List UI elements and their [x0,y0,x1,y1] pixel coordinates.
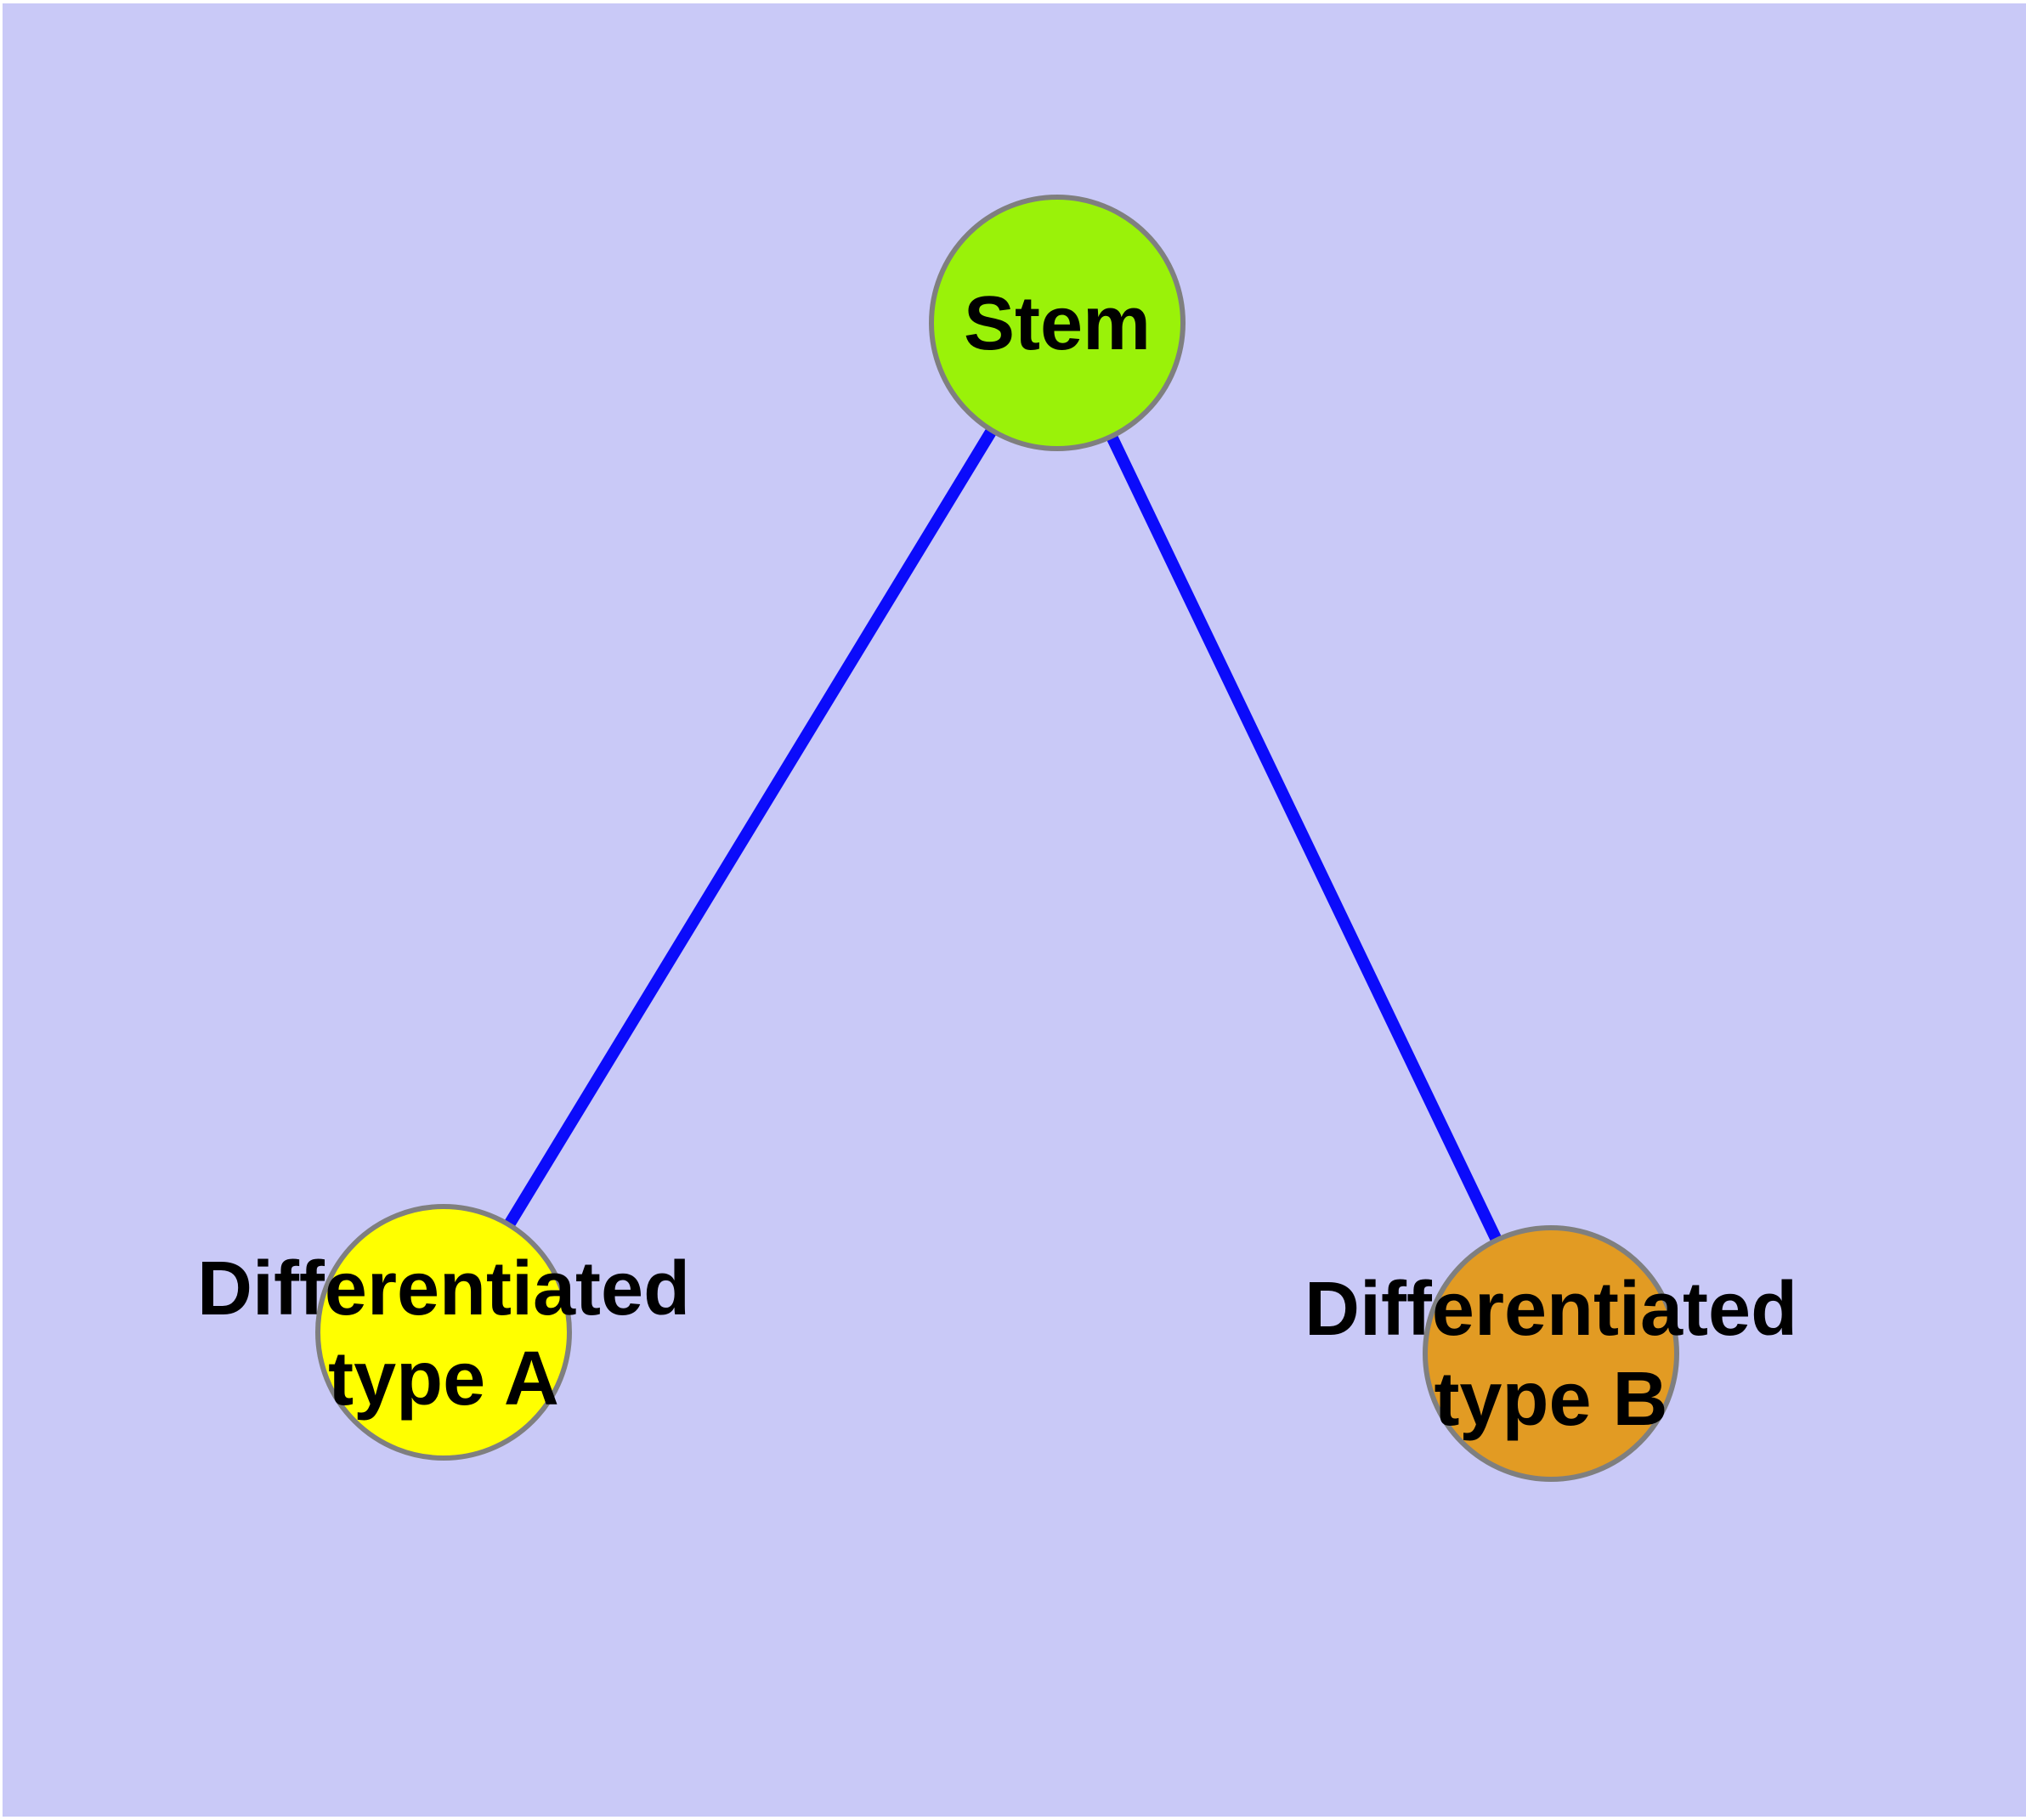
node-differentiated-type-a [315,1204,572,1461]
node-label-line: Stem [963,281,1152,366]
edge-stem-to-differentiated-type-b [1051,319,1557,1357]
node-label-line: type A [328,1337,559,1422]
node-stem-label: Stem [964,279,1151,369]
node-label-line: Differentiated [196,1246,691,1331]
edge-stem-to-differentiated-type-a [439,319,1062,1336]
diagram-canvas: Stem Differentiated type A Differentiate… [3,3,2026,1817]
graph-svg [315,195,1679,1482]
node-label-line: type B [1434,1357,1668,1442]
node-differentiated-type-a-label: Differentiated type A [197,1244,690,1424]
node-differentiated-type-b-label: Differentiated type B [1304,1264,1797,1444]
node-label-line: Differentiated [1304,1267,1798,1352]
node-differentiated-type-b [1423,1225,1679,1482]
node-stem [929,195,1186,451]
